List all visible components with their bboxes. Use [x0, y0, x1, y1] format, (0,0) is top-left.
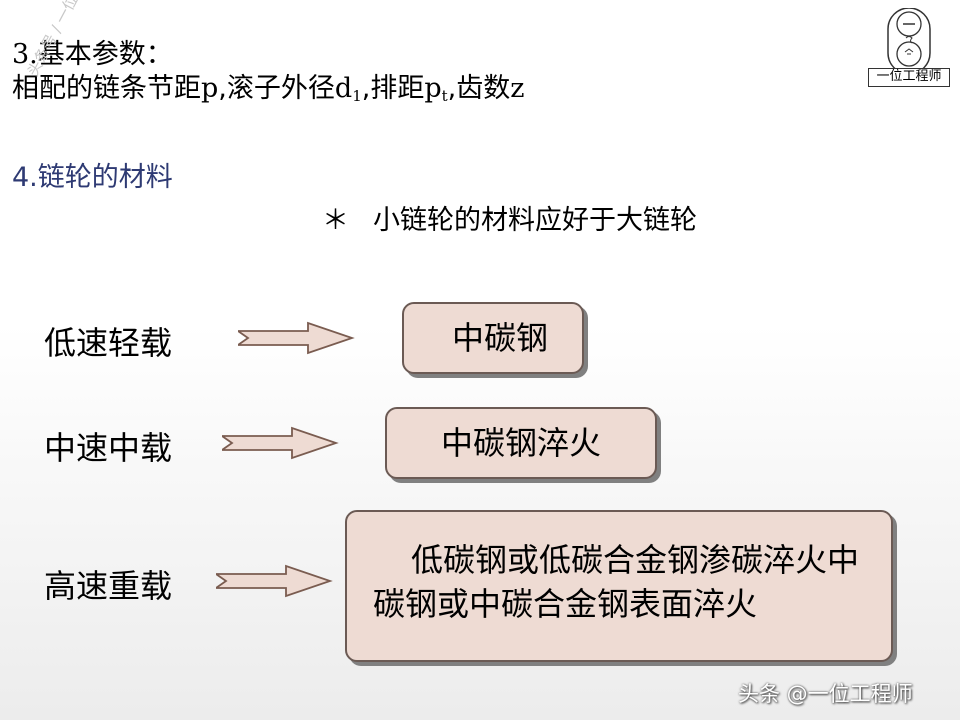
- param-pt-sub: t: [441, 87, 448, 105]
- logo-icon: [887, 8, 931, 75]
- arrow-right-icon: [216, 564, 333, 598]
- material-box-quenched-steel: 中碳钢淬火: [385, 407, 657, 479]
- param-pt: p: [424, 73, 442, 104]
- material-box-medium-carbon-steel: 中碳钢: [402, 302, 584, 374]
- param-text-e: ,齿数: [447, 73, 511, 104]
- param-text-a: 相配的链条节距: [12, 73, 201, 104]
- row-label-low-speed: 低速轻载: [44, 324, 173, 362]
- note-text: 小链轮的材料应好于大链轮: [373, 205, 697, 236]
- param-d: d: [334, 73, 353, 104]
- section-3-heading: 3.基本参数：: [12, 39, 173, 70]
- material-box-text: 低碳钢或低碳合金钢渗碳淬火中碳钢或中碳合金钢表面淬火: [373, 541, 860, 623]
- param-d-sub: 1: [352, 87, 362, 105]
- param-text-b: ,滚子外径: [218, 73, 335, 104]
- arrow-right-icon: [222, 426, 339, 460]
- material-note: ＊ 小链轮的材料应好于大链轮: [322, 198, 697, 237]
- param-z: z: [510, 73, 525, 104]
- row-label-high-speed: 高速重载: [44, 567, 173, 605]
- basic-parameters-line: 相配的链条节距p,滚子外径d1,排距pt,齿数z: [12, 66, 524, 105]
- arrow-right-icon: [238, 321, 355, 355]
- param-text-c: ,排距: [361, 73, 425, 104]
- material-box-carburized-steel: 低碳钢或低碳合金钢渗碳淬火中碳钢或中碳合金钢表面淬火: [345, 510, 893, 662]
- section-4-heading: 4.链轮的材料: [12, 162, 173, 193]
- asterisk-icon: ＊: [322, 205, 349, 236]
- bottom-watermark: 头条 @一位工程师: [738, 682, 913, 706]
- logo-label: 一位工程师: [868, 68, 950, 87]
- row-label-medium-speed: 中速中载: [44, 429, 173, 467]
- param-p: p: [201, 73, 219, 104]
